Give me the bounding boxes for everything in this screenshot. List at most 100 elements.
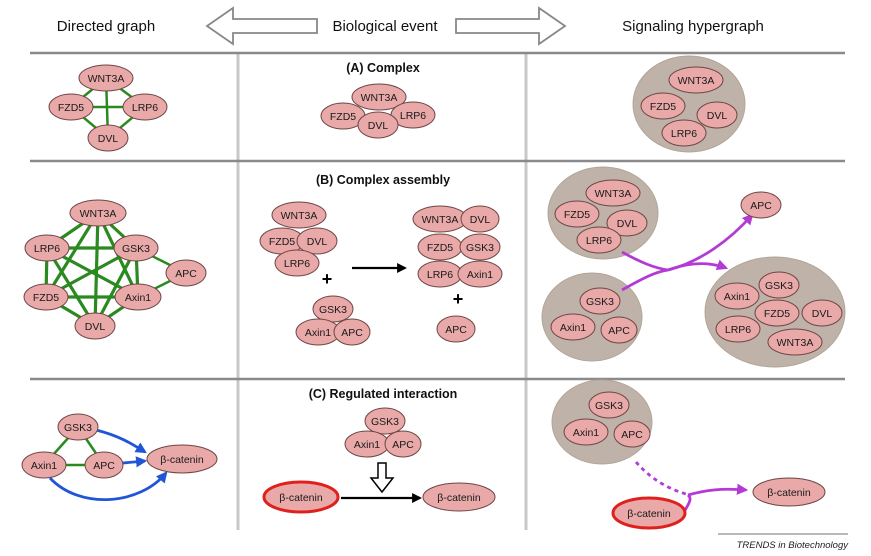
svg-text:WNT3A: WNT3A bbox=[777, 337, 814, 349]
svg-text:WNT3A: WNT3A bbox=[88, 73, 125, 85]
event-a-fzd5: FZD5 bbox=[320, 102, 366, 130]
graph-c-node-axin1: Axin1 bbox=[21, 451, 67, 479]
svg-text:APC: APC bbox=[750, 200, 772, 212]
svg-text:FZD5: FZD5 bbox=[427, 242, 453, 254]
graph-a-node-wnt3a: WNT3A bbox=[78, 64, 134, 92]
svg-text:FZD5: FZD5 bbox=[564, 209, 590, 221]
svg-text:DVL: DVL bbox=[98, 133, 119, 145]
graph-b-node-wnt3a: WNT3A bbox=[69, 199, 127, 227]
svg-text:WNT3A: WNT3A bbox=[281, 210, 318, 222]
event-a-dvl: DVL bbox=[357, 111, 399, 139]
plus-sign-right: + bbox=[453, 289, 464, 309]
event-b-product-complex: WNT3A DVL FZD5 GSK3 LRP6 Axin1 bbox=[412, 205, 503, 288]
event-b3-gsk3: GSK3 bbox=[459, 233, 501, 261]
graph-b-node-lrp6: LRP6 bbox=[24, 234, 70, 262]
svg-text:GSK3: GSK3 bbox=[371, 416, 399, 428]
svg-text:FZD5: FZD5 bbox=[764, 308, 790, 320]
svg-text:GSK3: GSK3 bbox=[765, 280, 793, 292]
svg-text:APC: APC bbox=[608, 325, 630, 337]
event-b3-axin1: Axin1 bbox=[457, 260, 503, 288]
svg-text:GSK3: GSK3 bbox=[595, 400, 623, 412]
svg-text:WNT3A: WNT3A bbox=[678, 75, 715, 87]
event-b2-gsk3: GSK3 bbox=[312, 295, 354, 323]
hyper-a-dvl: DVL bbox=[696, 101, 738, 129]
svg-text:β-catenin: β-catenin bbox=[437, 492, 481, 504]
svg-text:β-catenin: β-catenin bbox=[160, 454, 204, 466]
svg-text:Axin1: Axin1 bbox=[354, 439, 380, 451]
graph-a-node-fzd5: FZD5 bbox=[48, 93, 94, 121]
hyper-a-wnt3a: WNT3A bbox=[668, 66, 724, 94]
event-b-complex-1: WNT3A FZD5 DVL LRP6 bbox=[259, 201, 338, 277]
svg-text:DVL: DVL bbox=[707, 110, 728, 122]
svg-text:Axin1: Axin1 bbox=[305, 327, 331, 339]
section-title-complex: (A) Complex bbox=[346, 61, 420, 75]
svg-text:DVL: DVL bbox=[470, 214, 491, 226]
svg-text:LRP6: LRP6 bbox=[427, 269, 453, 281]
event-a-complex: WNT3A FZD5 LRP6 DVL bbox=[320, 83, 436, 139]
graph-c-node-bcatenin: β-catenin bbox=[146, 444, 218, 474]
svg-text:LRP6: LRP6 bbox=[671, 128, 697, 140]
svg-text:LRP6: LRP6 bbox=[34, 243, 60, 255]
svg-text:FZD5: FZD5 bbox=[330, 111, 356, 123]
svg-text:Axin1: Axin1 bbox=[125, 292, 151, 304]
svg-text:Axin1: Axin1 bbox=[560, 322, 586, 334]
svg-text:LRP6: LRP6 bbox=[586, 235, 612, 247]
event-a-lrp6: LRP6 bbox=[390, 101, 436, 129]
regulation-hollow-arrow-icon bbox=[369, 462, 395, 494]
event-b2-apc: APC bbox=[333, 318, 371, 346]
svg-text:FZD5: FZD5 bbox=[650, 101, 676, 113]
graph-b-node-apc: APC bbox=[165, 259, 207, 287]
svg-text:APC: APC bbox=[93, 460, 115, 472]
svg-text:APC: APC bbox=[445, 324, 467, 336]
svg-text:DVL: DVL bbox=[307, 236, 328, 248]
apc-to-bcatenin-arrow bbox=[122, 456, 148, 468]
svg-text:DVL: DVL bbox=[368, 120, 389, 132]
hyper-b-source-complex-2: GSK3 Axin1 APC bbox=[541, 272, 643, 362]
svg-text:DVL: DVL bbox=[617, 218, 638, 230]
event-b3-dvl: DVL bbox=[460, 205, 500, 233]
hyper-b-product-complex: Axin1 GSK3 FZD5 LRP6 DVL WNT3A bbox=[704, 256, 846, 368]
graph-b-node-dvl: DVL bbox=[74, 312, 116, 340]
svg-text:LRP6: LRP6 bbox=[725, 324, 751, 336]
hyper-a-fzd5: FZD5 bbox=[640, 92, 686, 120]
graph-b-node-fzd5: FZD5 bbox=[23, 283, 69, 311]
svg-text:WNT3A: WNT3A bbox=[80, 208, 117, 220]
hyper-b-hyperedge bbox=[621, 213, 754, 292]
graph-b-node-gsk3: GSK3 bbox=[113, 234, 159, 262]
column-header-signaling-hypergraph: Signaling hypergraph bbox=[622, 18, 764, 35]
column-header-directed-graph: Directed graph bbox=[57, 18, 155, 35]
svg-text:APC: APC bbox=[175, 268, 197, 280]
graph-c-node-apc: APC bbox=[84, 451, 124, 479]
event-b3-wnt3a: WNT3A bbox=[412, 205, 468, 233]
event-b2-axin1: Axin1 bbox=[295, 318, 341, 346]
event-c-bcatenin-input: β-catenin bbox=[262, 480, 340, 514]
plus-sign-left: + bbox=[322, 269, 333, 289]
svg-text:WNT3A: WNT3A bbox=[361, 92, 398, 104]
hyper-c-bcatenin-output: β-catenin bbox=[752, 477, 826, 507]
graph-b-node-axin1: Axin1 bbox=[114, 283, 162, 311]
svg-text:LRP6: LRP6 bbox=[284, 258, 310, 270]
svg-text:Axin1: Axin1 bbox=[724, 291, 750, 303]
svg-text:APC: APC bbox=[341, 327, 363, 339]
section-title-complex-assembly: (B) Complex assembly bbox=[316, 173, 450, 187]
hyper-c-regulator-complex: GSK3 Axin1 APC bbox=[551, 379, 653, 465]
svg-text:DVL: DVL bbox=[85, 321, 106, 333]
svg-text:β-catenin: β-catenin bbox=[767, 487, 811, 499]
gsk3-to-bcatenin-arrow bbox=[95, 428, 147, 454]
svg-text:GSK3: GSK3 bbox=[466, 242, 494, 254]
svg-text:APC: APC bbox=[621, 429, 643, 441]
svg-text:WNT3A: WNT3A bbox=[422, 214, 459, 226]
svg-text:Axin1: Axin1 bbox=[467, 269, 493, 281]
svg-text:β-catenin: β-catenin bbox=[627, 508, 671, 520]
event-a-wnt3a: WNT3A bbox=[351, 83, 407, 111]
event-b-apc-product: APC bbox=[436, 315, 476, 343]
svg-text:Axin1: Axin1 bbox=[573, 427, 599, 439]
svg-text:FZD5: FZD5 bbox=[58, 102, 84, 114]
svg-text:GSK3: GSK3 bbox=[122, 243, 150, 255]
hyper-a-lrp6: LRP6 bbox=[661, 119, 707, 147]
svg-text:WNT3A: WNT3A bbox=[595, 188, 632, 200]
event-b1-wnt3a: WNT3A bbox=[271, 201, 327, 229]
hyper-c-bcatenin-input: β-catenin bbox=[611, 496, 687, 530]
column-header-biological-event: Biological event bbox=[332, 18, 438, 35]
